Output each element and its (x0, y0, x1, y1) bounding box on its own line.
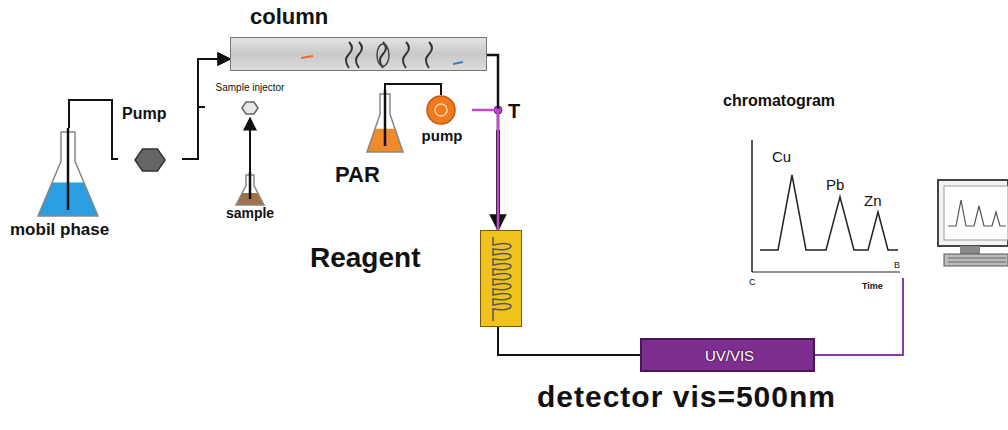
peak-label: Pb (826, 176, 844, 193)
band (380, 42, 386, 68)
node-label: pump (422, 127, 463, 144)
band (453, 62, 463, 64)
node-label: column (250, 4, 328, 30)
coil-housing (480, 230, 522, 327)
band (377, 44, 389, 66)
tube-connector (249, 118, 251, 172)
uv-vis-detector: UV/VIS (640, 338, 815, 372)
band (356, 42, 362, 68)
chromatogram-plot (752, 140, 900, 272)
node-label: PAR (335, 162, 380, 188)
axis-label: B (894, 260, 900, 270)
reagent-pump: pump (412, 95, 472, 150)
detector-caption: detector vis=500nm (537, 380, 836, 414)
tube-connector (498, 327, 640, 355)
tube-connector (815, 278, 903, 355)
mobile-phase-flask: mobil phase (8, 128, 160, 242)
tube-connector (182, 59, 230, 159)
coil (481, 231, 523, 328)
node-label: mobil phase (10, 220, 109, 240)
injector-node: Sample injector (205, 82, 295, 118)
pump-head (427, 96, 455, 124)
tube (67, 128, 70, 210)
pump-hexagon (135, 149, 165, 171)
tube-connector (69, 100, 118, 159)
column-packing (231, 38, 488, 72)
node-label: Sample injector (216, 82, 285, 93)
reaction-coil: Reagent (310, 230, 522, 327)
peak-label: Zn (864, 192, 882, 209)
coil-windings (493, 237, 511, 321)
tube (384, 90, 387, 146)
axis-label: Time (862, 281, 883, 291)
tube (249, 172, 252, 199)
node-shape (715, 92, 905, 278)
tube-connector (385, 84, 441, 95)
band (426, 42, 432, 68)
axis-label: C (749, 277, 756, 287)
peak-label: Cu (772, 148, 791, 165)
tube-connector (472, 110, 498, 230)
column-body (230, 37, 487, 71)
node-label: Pump (122, 105, 166, 123)
chromatogram-box: chromatogram (715, 92, 905, 278)
band (301, 56, 313, 58)
band (403, 42, 409, 68)
tube-connector (487, 55, 498, 230)
band (346, 42, 352, 68)
sample-flask: sample (208, 172, 292, 224)
computer-icon (938, 180, 1008, 266)
pump-node: Pump (118, 105, 182, 172)
node-label: sample (226, 205, 274, 221)
junction-label: T (508, 100, 520, 123)
node-label: UV/VIS (705, 347, 754, 364)
pump-rotor (435, 104, 447, 116)
pump-hexagon (242, 102, 258, 114)
par-flask: PAR (330, 90, 410, 192)
node-label: Reagent (310, 242, 420, 274)
node-label: chromatogram (723, 92, 835, 110)
column-box: column (230, 4, 487, 72)
